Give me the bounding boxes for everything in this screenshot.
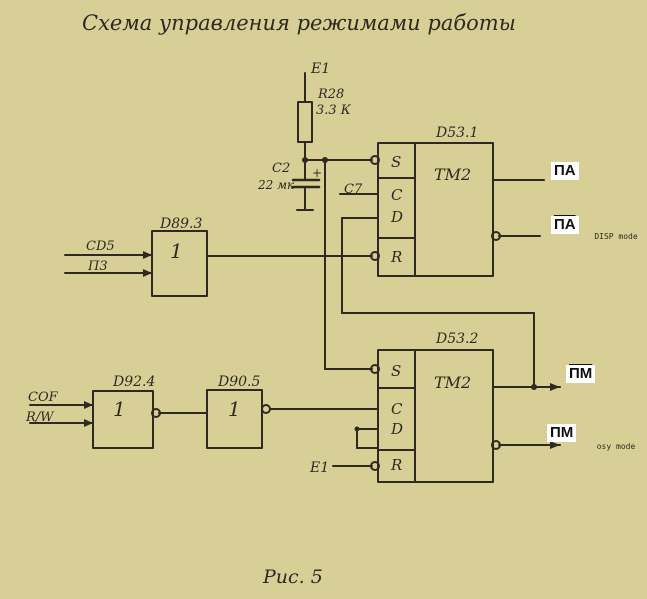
capacitor-c2: + C2 22 мк (257, 159, 322, 211)
inverter-bubble (151, 408, 161, 418)
flip-flop-d53-2: S C D R ТМ2 D53.2 E1 (309, 331, 501, 483)
output-label-pm: ПМ (547, 424, 577, 442)
svg-text:1: 1 (170, 239, 183, 263)
diagram-title: Схема управления режимами работы (82, 11, 516, 35)
input-p3: П3 (87, 259, 108, 274)
inverter-bubble (261, 404, 271, 414)
c7-label: C7 (344, 182, 363, 197)
c2-designator: C2 (272, 161, 290, 176)
note-disp-mode: DISP mode (594, 232, 638, 241)
svg-text:R: R (390, 248, 402, 266)
flip-flop-d53-1: S C D R ТМ2 D53.1 C7 (344, 125, 501, 277)
input-cd5: CD5 (86, 239, 115, 254)
inverter-bubble (370, 461, 380, 471)
wires (29, 159, 561, 467)
figure-caption: Рис. 5 (262, 566, 323, 588)
resistor-r28 (297, 101, 313, 143)
input-rw: R/W (25, 410, 55, 425)
r28-designator: R28 (317, 87, 344, 102)
svg-text:R: R (390, 456, 402, 474)
output-arrows (550, 383, 560, 449)
svg-text:S: S (391, 153, 401, 171)
d53-1-designator: D53.1 (435, 125, 478, 141)
output-label-pa: ПА (551, 162, 579, 180)
d53-1-type: ТМ2 (434, 165, 471, 184)
c2-value: 22 мк (257, 178, 295, 192)
svg-text:C: C (391, 186, 403, 204)
svg-text:1: 1 (113, 397, 126, 421)
note-osy-mode: osy mode (596, 442, 636, 451)
supply-label-top: E1 (310, 61, 330, 77)
svg-text:C: C (391, 400, 403, 418)
gate-d89-3: 1 D89.3 CD5 П3 (86, 216, 208, 297)
output-label-pm-inverted: ПМ (566, 365, 596, 383)
gate-d92-4: 1 D92.4 COF R/W (25, 374, 161, 449)
d53-2-designator: D53.2 (435, 331, 478, 347)
d53-2-type: ТМ2 (434, 373, 471, 392)
inverter-bubble (370, 251, 380, 261)
output-label-pa-inverted: ПА (551, 216, 579, 234)
svg-text:D: D (390, 208, 403, 226)
d89-3-designator: D89.3 (159, 216, 202, 232)
inverter-bubble (370, 364, 380, 374)
svg-text:D: D (390, 420, 403, 438)
supply-and-resistor: E1 R28 3.3 К (297, 61, 352, 161)
input-cof: COF (28, 390, 59, 405)
svg-text:+: + (312, 166, 322, 180)
input-arrows (84, 251, 152, 427)
d92-4-designator: D92.4 (112, 374, 155, 390)
junction-dots (302, 157, 537, 432)
d90-5-designator: D90.5 (217, 374, 260, 390)
svg-text:S: S (391, 362, 401, 380)
inverter-bubble (491, 231, 501, 241)
inverter-bubble (491, 440, 501, 450)
supply-label-bottom: E1 (309, 460, 329, 476)
svg-text:1: 1 (228, 397, 241, 421)
r28-value: 3.3 К (316, 103, 352, 118)
gate-d90-5: 1 D90.5 (206, 374, 271, 449)
inverter-bubble (370, 155, 380, 165)
